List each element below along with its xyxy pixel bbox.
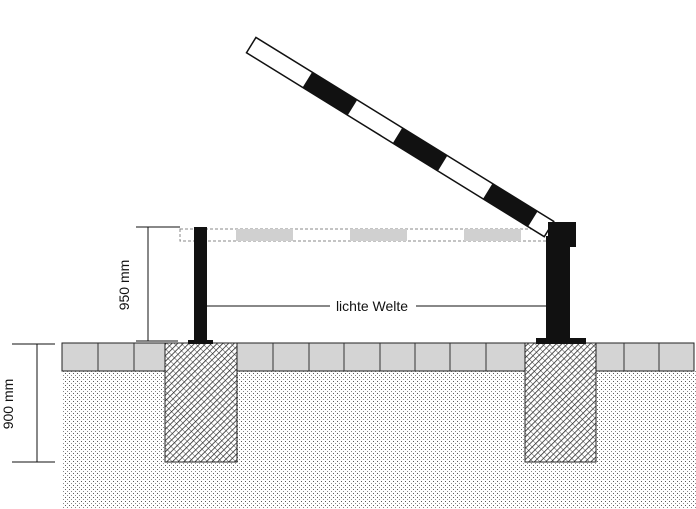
clear-width-dimension: lichte Welte xyxy=(207,298,546,314)
height-dimension-label: 950 mm xyxy=(116,260,132,311)
depth-dimension-label: 900 mm xyxy=(0,379,16,430)
clear-width-label: lichte Welte xyxy=(336,298,408,314)
support-post-base xyxy=(188,340,213,344)
boom-open xyxy=(245,36,555,238)
barrier-housing xyxy=(536,222,586,344)
foundation-right xyxy=(524,342,597,463)
soil xyxy=(62,371,696,509)
depth-dimension: 900 mm xyxy=(0,343,55,463)
foundation-left xyxy=(164,342,238,463)
paving-stones xyxy=(61,342,695,372)
ghost-boom-closed xyxy=(179,228,553,242)
height-dimension: 950 mm xyxy=(116,226,180,342)
support-post xyxy=(194,227,207,343)
